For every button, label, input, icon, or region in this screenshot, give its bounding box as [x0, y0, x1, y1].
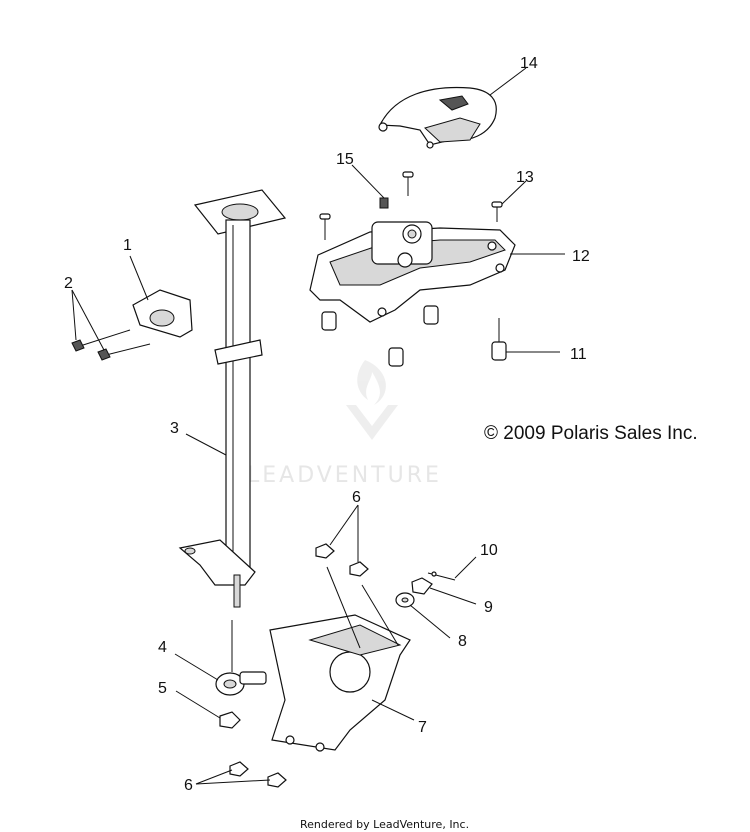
- part-11-nut-inserts: [321, 305, 507, 367]
- part-5-nut: [219, 711, 241, 729]
- footer-credit: Rendered by LeadVenture, Inc.: [300, 818, 469, 831]
- callout-8: 8: [458, 633, 467, 650]
- callout-12: 12: [572, 248, 590, 265]
- part-7-lower-bracket: [269, 614, 411, 752]
- part-12-upper-bracket: [309, 221, 516, 323]
- part-9-nut: [411, 577, 433, 595]
- callout-2: 2: [64, 275, 73, 292]
- part-1-clamp: [132, 289, 193, 338]
- leader-lines: [71, 67, 565, 785]
- callout-6-upper: 6: [352, 489, 361, 506]
- callout-1: 1: [123, 237, 132, 254]
- part-10-cotter-pin: [427, 571, 456, 581]
- watermark-logo-icon: [346, 360, 398, 440]
- part-13-screws: [319, 171, 503, 240]
- callout-14: 14: [520, 55, 538, 72]
- part-4-rod-end: [215, 671, 267, 696]
- callout-labels: 1 2 3 4 5 6 6 7 8 9 10 11 12 13 14 15: [64, 55, 590, 794]
- part-14-cover: [378, 86, 497, 149]
- part-15-set-screw: [379, 197, 389, 209]
- callout-15: 15: [336, 151, 354, 168]
- copyright-notice: © 2009 Polaris Sales Inc.: [484, 423, 698, 444]
- callout-9: 9: [484, 599, 493, 616]
- callout-6-lower: 6: [184, 777, 193, 794]
- callout-10: 10: [480, 542, 498, 559]
- callout-3: 3: [170, 420, 179, 437]
- callout-11: 11: [570, 346, 587, 363]
- callout-7: 7: [418, 719, 427, 736]
- part-6-nuts: [229, 543, 369, 788]
- part-8-washer: [395, 592, 415, 608]
- part-2-bolts: [71, 329, 151, 361]
- callout-4: 4: [158, 639, 167, 656]
- callout-13: 13: [516, 169, 534, 186]
- part-3-steering-column: [178, 189, 287, 608]
- callout-5: 5: [158, 680, 167, 697]
- watermark-text: LEADVENTURE: [247, 463, 442, 488]
